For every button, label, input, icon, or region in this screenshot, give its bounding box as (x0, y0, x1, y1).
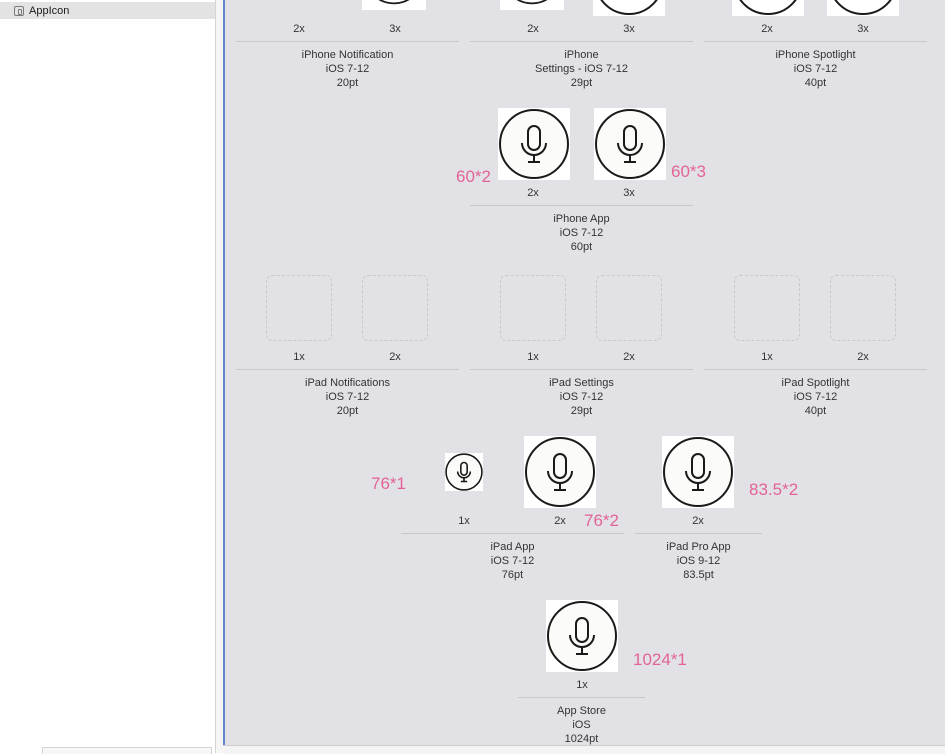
iphone-settings-2x-icon[interactable] (500, 0, 564, 10)
iphone-app-2x-microphone-icon[interactable] (498, 108, 570, 180)
scale-label: 3x (389, 23, 401, 35)
group-label-iphone-notification: iPhone Notification iOS 7-12 20pt (301, 49, 394, 89)
iphone-notification-3x-icon[interactable] (362, 0, 426, 10)
scale-label: 1x (527, 351, 539, 363)
scale-label: 2x (554, 515, 566, 527)
group-label-ipad-notifications: iPad Notifications iOS 7-12 20pt (305, 377, 390, 417)
scale-label: 2x (692, 515, 704, 527)
ipad-app-2x-microphone-icon[interactable] (524, 436, 596, 508)
scale-label: 1x (458, 515, 470, 527)
group-label-iphone-spotlight: iPhone Spotlight iOS 7-12 40pt (775, 49, 856, 89)
group-label-app-store: App Store iOS 1024pt (557, 705, 606, 745)
empty-icon-slot[interactable] (830, 275, 896, 341)
scale-label: 1x (293, 351, 305, 363)
iphone-app-3x-microphone-icon[interactable] (594, 108, 666, 180)
group-label-ipad-spotlight: iPad Spotlight iOS 7-12 40pt (781, 377, 850, 417)
asset-catalog-icon (14, 5, 24, 16)
group-separator (236, 41, 459, 42)
annotation-76x2: 76*2 (584, 511, 619, 530)
asset-sidebar: AppIcon (0, 0, 216, 754)
divider (216, 0, 223, 753)
icon-set-editor: 2x 3x 2x 3x 2x 3x iPhone Notification iO… (223, 0, 945, 745)
scale-label: 1x (761, 351, 773, 363)
group-label-ipad-settings: iPad Settings iOS 7-12 29pt (549, 377, 614, 417)
annotation-60x2: 60*2 (456, 167, 491, 186)
scale-label: 2x (527, 23, 539, 35)
annotation-76x1: 76*1 (371, 474, 406, 493)
app-store-1x-microphone-icon[interactable] (546, 600, 618, 672)
group-separator (470, 369, 693, 370)
group-label-iphone-settings: iPhone Settings - iOS 7-12 29pt (535, 49, 628, 89)
sidebar-item-appicon[interactable]: AppIcon (0, 2, 215, 19)
empty-icon-slot[interactable] (500, 275, 566, 341)
scale-label: 3x (857, 23, 869, 35)
group-label-iphone-app: iPhone App iOS 7-12 60pt (553, 213, 610, 253)
annotation-83-5x2: 83.5*2 (749, 480, 799, 499)
editor-bottom-bar (223, 745, 945, 754)
scale-label: 2x (623, 351, 635, 363)
iphone-spotlight-3x-icon[interactable] (827, 0, 899, 16)
scale-label: 2x (761, 23, 773, 35)
group-separator (704, 41, 927, 42)
annotation-60x3: 60*3 (671, 162, 706, 181)
sidebar-filter-field[interactable] (42, 747, 212, 754)
group-separator (704, 369, 927, 370)
iphone-spotlight-2x-icon[interactable] (732, 0, 804, 16)
scale-label: 1x (576, 679, 588, 691)
empty-icon-slot[interactable] (596, 275, 662, 341)
scale-label: 3x (623, 23, 635, 35)
group-separator (518, 697, 645, 698)
annotation-1024x1: 1024*1 (633, 650, 687, 669)
ipad-app-1x-microphone-icon[interactable] (445, 453, 483, 491)
group-separator (635, 533, 762, 534)
scale-label: 3x (623, 187, 635, 199)
group-separator (470, 205, 693, 206)
group-label-ipad-pro-app: iPad Pro App iOS 9-12 83.5pt (666, 541, 731, 581)
group-separator (236, 369, 459, 370)
empty-icon-slot[interactable] (734, 275, 800, 341)
group-separator (401, 533, 624, 534)
scale-label: 2x (389, 351, 401, 363)
scale-label: 2x (857, 351, 869, 363)
empty-icon-slot[interactable] (266, 275, 332, 341)
empty-icon-slot[interactable] (362, 275, 428, 341)
ipad-pro-app-2x-microphone-icon[interactable] (662, 436, 734, 508)
scale-label: 2x (527, 187, 539, 199)
sidebar-item-label: AppIcon (29, 4, 70, 17)
scale-label: 2x (293, 23, 305, 35)
group-label-ipad-app: iPad App iOS 7-12 76pt (490, 541, 535, 581)
group-separator (470, 41, 693, 42)
iphone-settings-3x-icon[interactable] (593, 0, 665, 16)
